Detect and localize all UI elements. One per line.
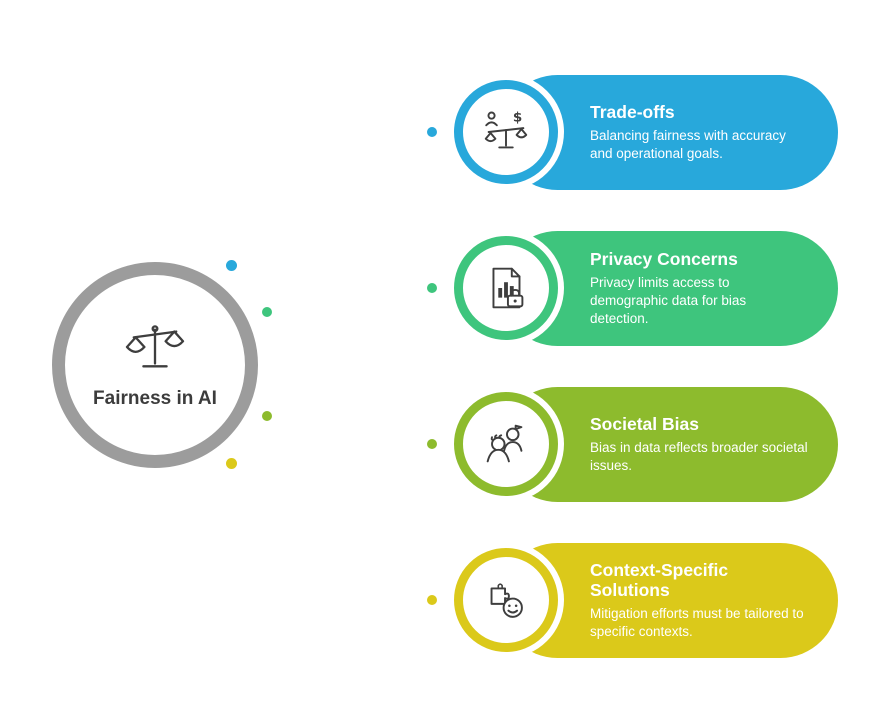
svg-text:$: $ xyxy=(513,109,522,125)
decor-dot-blue xyxy=(226,260,237,271)
decor-dot-yellow xyxy=(226,458,237,469)
decor-dot-green xyxy=(262,307,272,317)
item-row-privacy-concerns: Privacy Concerns Privacy limits access t… xyxy=(427,231,838,346)
item-row-societal-bias: Societal Bias Bias in data reflects broa… xyxy=(427,387,838,502)
item-title: Context-Specific Solutions xyxy=(590,559,729,601)
item-title: Privacy Concerns xyxy=(590,249,738,269)
decor-dot-olive xyxy=(262,411,272,421)
item-row-context-specific-solutions: Context-Specific Solutions Mitigation ef… xyxy=(427,543,838,658)
balance-person-dollar-icon: $ xyxy=(479,105,533,159)
item-row-trade-offs: Trade-offs Balancing fairness with accur… xyxy=(427,75,838,190)
item-dot xyxy=(427,283,437,293)
item-icon-circle xyxy=(454,548,558,652)
item-dot xyxy=(427,439,437,449)
item-icon-circle xyxy=(454,392,558,496)
puzzle-smiley-icon xyxy=(479,573,533,627)
two-people-icon xyxy=(479,417,533,471)
hub-circle: Fairness in AI xyxy=(52,262,258,468)
item-icon-circle: $ xyxy=(454,80,558,184)
balance-scale-icon xyxy=(122,320,188,381)
item-icon-circle xyxy=(454,236,558,340)
item-description: Mitigation efforts must be tailored to s… xyxy=(590,606,804,640)
document-chart-lock-icon xyxy=(479,261,533,315)
hub-label: Fairness in AI xyxy=(93,388,217,409)
item-description: Bias in data reflects broader societal i… xyxy=(590,440,808,474)
item-description: Privacy limits access to demographic dat… xyxy=(590,275,747,327)
item-title: Trade-offs xyxy=(590,101,675,122)
item-dot xyxy=(427,595,437,605)
item-title: Societal Bias xyxy=(590,413,699,434)
item-dot xyxy=(427,127,437,137)
item-description: Balancing fairness with accuracy and ope… xyxy=(590,128,786,162)
